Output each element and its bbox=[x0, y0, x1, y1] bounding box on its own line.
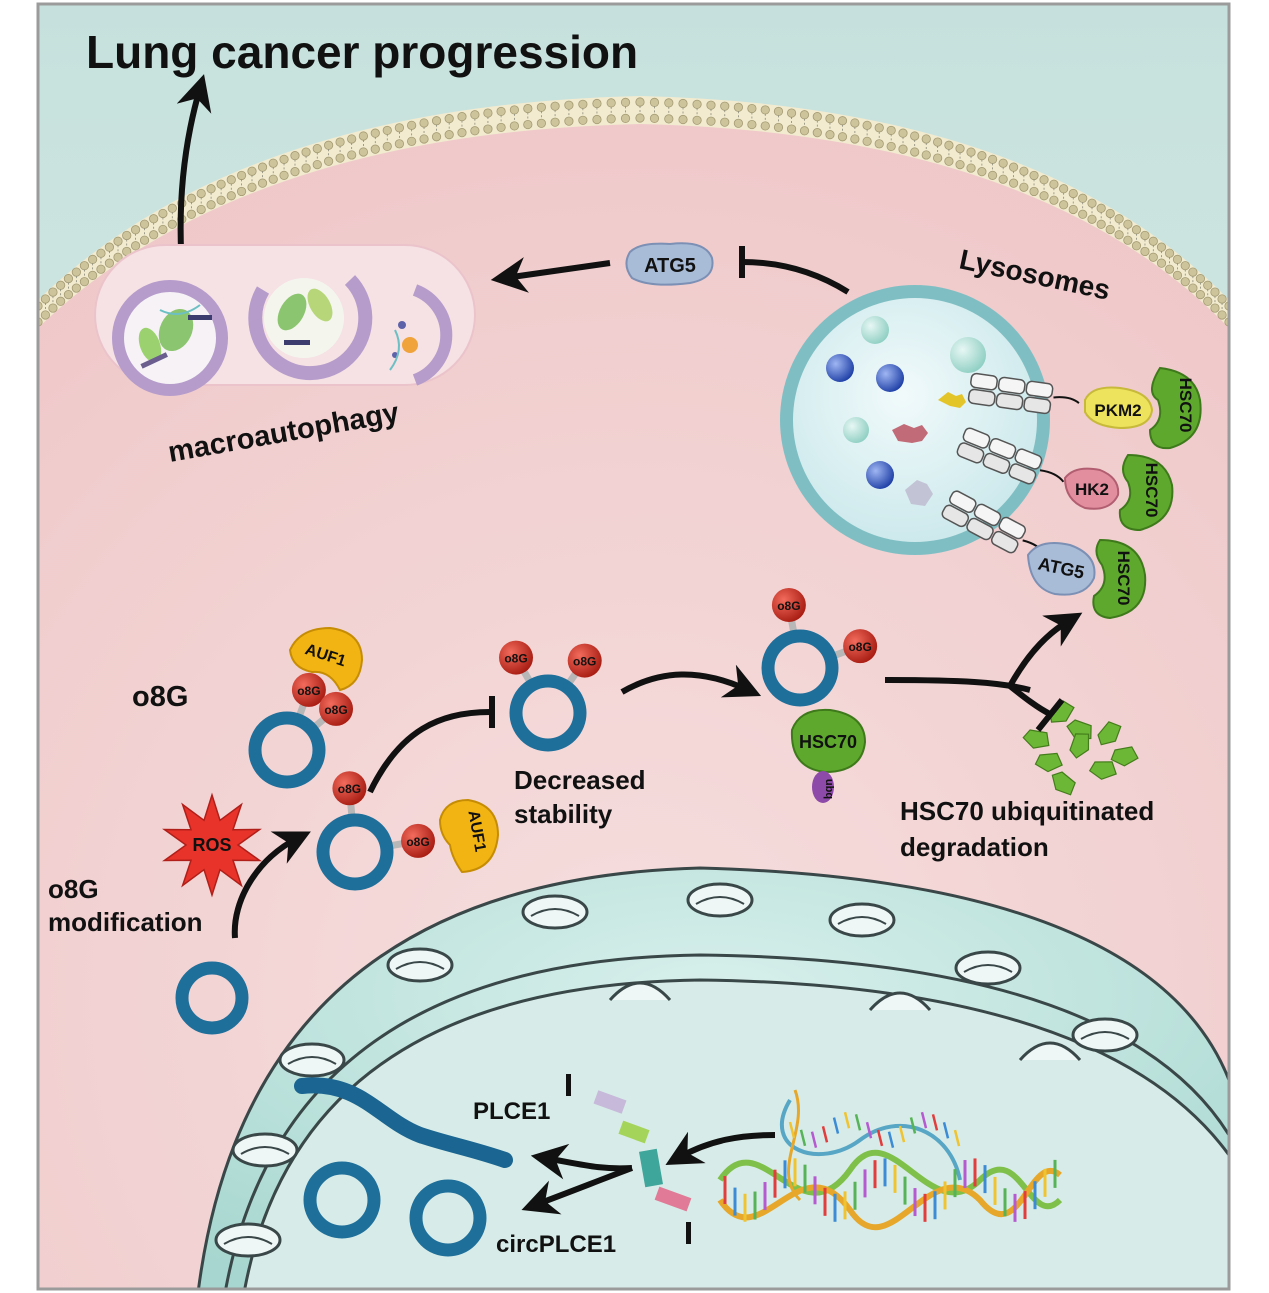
degraded-protein bbox=[892, 424, 928, 443]
ubiquitin-tag bbox=[812, 771, 834, 803]
o8g-label: o8G bbox=[132, 681, 188, 713]
o8g-modification-bead: o8G bbox=[771, 587, 806, 622]
ros-burst: ROS bbox=[162, 792, 262, 898]
o8g-modification-bead: o8G bbox=[567, 643, 602, 678]
svg-text:o8G: o8G bbox=[573, 655, 596, 669]
svg-text:o8G: o8G bbox=[338, 782, 361, 796]
o8g-modification-label-1: o8G bbox=[48, 874, 99, 904]
decreased-label-2: stability bbox=[514, 799, 613, 829]
dna-double-helix bbox=[717, 1089, 1063, 1231]
arrow-to-circplce1 bbox=[521, 1165, 634, 1215]
svg-text:o8G: o8G bbox=[297, 684, 320, 698]
inhibition-to-atg5 bbox=[741, 259, 850, 295]
figure-frame bbox=[36, 2, 1231, 1291]
arrow-to-macroautophagy bbox=[490, 257, 611, 293]
lipid-bilayer bbox=[38, 97, 1229, 327]
degraded-hsc70-fragments bbox=[1022, 700, 1139, 796]
o8g-modification-bead: o8G bbox=[332, 771, 367, 806]
o8g-modification-bead: o8G bbox=[401, 823, 436, 858]
auf1-protein-2: AUF1 bbox=[438, 798, 500, 874]
hsc70-label-3: HSC70 bbox=[1114, 551, 1133, 606]
svg-text:o8G: o8G bbox=[504, 652, 527, 666]
branch-stem bbox=[884, 677, 1031, 693]
o8g-modification-bead: o8G bbox=[291, 672, 326, 707]
lysosome-fusion-arc bbox=[412, 284, 453, 386]
circplce1-label: circPLCE1 bbox=[496, 1231, 616, 1258]
o8g-modification-bead: o8G bbox=[499, 640, 533, 675]
macroautophagy-compartment bbox=[94, 244, 476, 396]
hsc70-bound-circrna: HSC70 ubq bbox=[790, 708, 867, 803]
hsc70-label-1: HSC70 bbox=[1176, 378, 1195, 433]
lysosome bbox=[780, 285, 1080, 555]
mitochondrion bbox=[158, 308, 194, 352]
nucleoplasm bbox=[243, 978, 1229, 1289]
ros-label: ROS bbox=[192, 835, 231, 855]
auf1-protein-1: AUF1 bbox=[288, 626, 364, 692]
inhibition-to-stability bbox=[367, 709, 491, 794]
hk2-label: HK2 bbox=[1075, 480, 1109, 499]
o8g-modification-bead: o8G bbox=[843, 629, 878, 664]
pkm2-hsc70-complex: PKM2 HSC70 bbox=[1084, 366, 1202, 450]
lamp2a-channels bbox=[941, 372, 1080, 555]
atg5-protein-top: ATG5 bbox=[625, 242, 714, 286]
inhibition-to-degradation bbox=[1008, 683, 1052, 717]
hsc70-degradation-label-1: HSC70 ubiquitinated bbox=[900, 796, 1154, 826]
inhibition-bar-degradation bbox=[1035, 698, 1065, 732]
rna-fragments bbox=[566, 1074, 692, 1244]
pkm2-label: PKM2 bbox=[1094, 401, 1141, 420]
arrow-to-hsc70-binding bbox=[620, 664, 762, 698]
svg-text:o8G: o8G bbox=[324, 703, 347, 717]
nuclear-pores bbox=[214, 882, 1139, 1258]
atg5-label-top: ATG5 bbox=[644, 255, 696, 277]
svg-text:o8G: o8G bbox=[848, 640, 871, 654]
arrow-to-lysosome bbox=[1007, 612, 1083, 688]
phagophore bbox=[248, 275, 373, 381]
svg-text:o8G: o8G bbox=[406, 835, 429, 849]
ubq-label: ubq bbox=[823, 779, 835, 799]
atg5-hsc70-complex: ATG5 HSC70 bbox=[1026, 538, 1147, 620]
circrna-molecules: o8G o8G o8G o8G o8G o8G o8G o8G bbox=[175, 587, 878, 1257]
o8g-modification-label-2: modification bbox=[48, 907, 203, 937]
decreased-label-1: Decreased bbox=[514, 765, 646, 795]
hsc70-label-circ: HSC70 bbox=[799, 732, 857, 752]
svg-text:o8G: o8G bbox=[777, 599, 800, 613]
o8g-modification-bead: o8G bbox=[319, 691, 354, 726]
arrow-transcription bbox=[665, 1131, 776, 1166]
arrow-o8g-modification bbox=[231, 831, 311, 939]
plce1-label: PLCE1 bbox=[473, 1098, 550, 1125]
hk2-hsc70-complex: HK2 HSC70 bbox=[1063, 453, 1174, 532]
linear-plce1-mrna bbox=[294, 1077, 513, 1168]
title-label: Lung cancer progression bbox=[86, 26, 638, 78]
hsc70-degradation-label-2: degradation bbox=[900, 832, 1049, 862]
hsc70-label-2: HSC70 bbox=[1142, 463, 1161, 518]
